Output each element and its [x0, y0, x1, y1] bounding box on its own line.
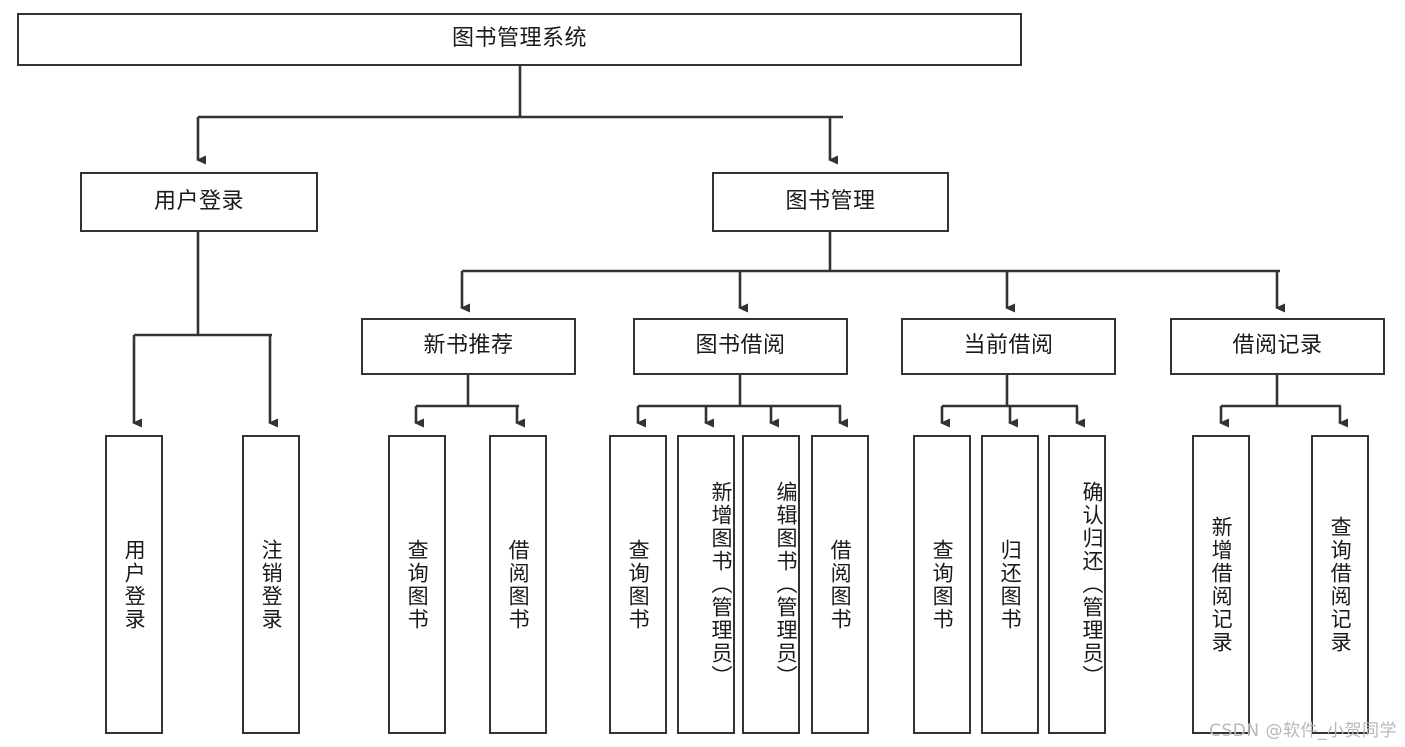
watermark: CSDN @软件_小贺同学: [1209, 721, 1397, 741]
node-label: 编辑图书（管理员）: [774, 481, 798, 688]
node-label: 查询图书: [405, 538, 430, 631]
leaf-add-borrow-record[interactable]: 新增借阅记录: [1192, 435, 1250, 734]
node-root-system[interactable]: 图书管理系统: [17, 13, 1022, 66]
leaf-query-book-current[interactable]: 查询图书: [913, 435, 971, 734]
leaf-borrow-book-recommend[interactable]: 借阅图书: [489, 435, 547, 734]
node-label: 新增图书（管理员）: [709, 481, 733, 688]
node-borrow-records[interactable]: 借阅记录: [1170, 318, 1385, 375]
node-label: 确认归还（管理员）: [1080, 481, 1104, 688]
node-current-borrow[interactable]: 当前借阅: [901, 318, 1116, 375]
leaf-borrow-book[interactable]: 借阅图书: [811, 435, 869, 734]
node-label: 新书推荐: [423, 333, 514, 359]
node-label: 查询图书: [930, 538, 955, 631]
node-label: 借阅图书: [506, 538, 531, 631]
node-label: 当前借阅: [963, 333, 1054, 359]
leaf-query-borrow-record[interactable]: 查询借阅记录: [1311, 435, 1369, 734]
node-label: 新增借阅记录: [1209, 515, 1234, 654]
node-label: 查询图书: [626, 538, 651, 631]
node-label: 注销登录: [259, 538, 284, 631]
leaf-logout[interactable]: 注销登录: [242, 435, 300, 734]
node-label: 归还图书: [998, 538, 1023, 631]
node-label: 用户登录: [122, 538, 147, 631]
node-label: 借阅记录: [1232, 333, 1323, 359]
node-new-book-recommend[interactable]: 新书推荐: [361, 318, 576, 375]
leaf-confirm-return-admin[interactable]: 确认归还（管理员）: [1048, 435, 1106, 734]
leaf-query-book-recommend[interactable]: 查询图书: [388, 435, 446, 734]
node-label: 图书管理系统: [451, 26, 587, 52]
node-label: 图书管理: [785, 188, 876, 214]
node-label: 用户登录: [153, 188, 244, 214]
node-user-login[interactable]: 用户登录: [80, 172, 318, 232]
node-label: 借阅图书: [828, 538, 853, 631]
leaf-user-login[interactable]: 用户登录: [105, 435, 163, 734]
node-book-borrow[interactable]: 图书借阅: [633, 318, 848, 375]
leaf-return-book[interactable]: 归还图书: [981, 435, 1039, 734]
node-label: 图书借阅: [695, 333, 786, 359]
leaf-query-book[interactable]: 查询图书: [609, 435, 667, 734]
leaf-edit-book-admin[interactable]: 编辑图书（管理员）: [742, 435, 800, 734]
node-book-management[interactable]: 图书管理: [712, 172, 949, 232]
node-label: 查询借阅记录: [1328, 515, 1353, 654]
leaf-add-book-admin[interactable]: 新增图书（管理员）: [677, 435, 735, 734]
